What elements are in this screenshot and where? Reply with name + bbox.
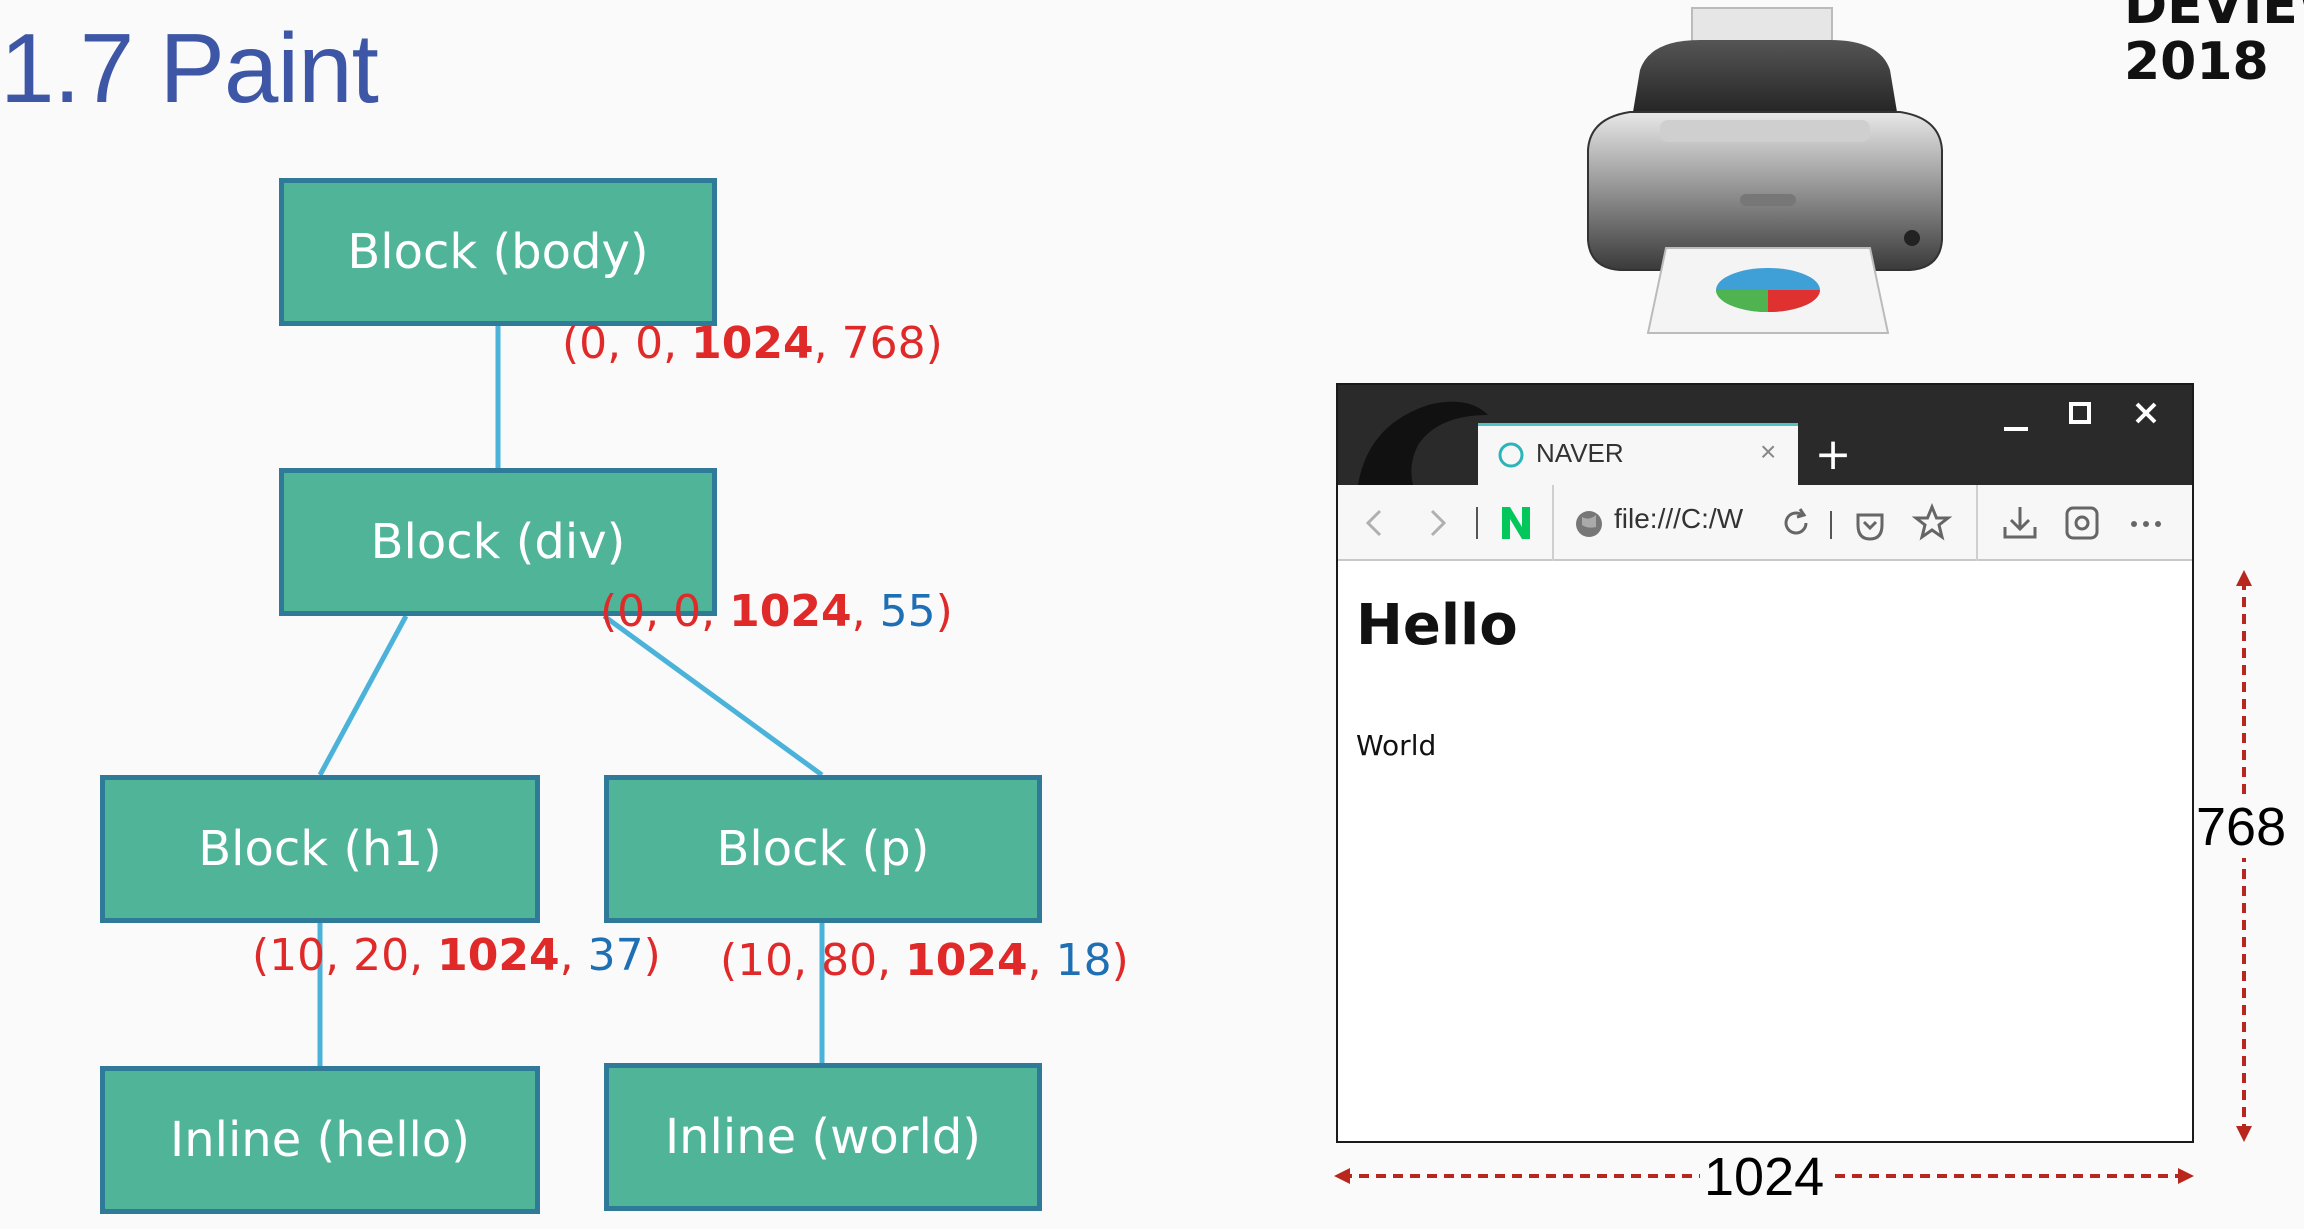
height-arrow-top bbox=[2236, 570, 2252, 586]
dimension-arrows bbox=[1334, 570, 2252, 1184]
width-arrow-left bbox=[1334, 1168, 1350, 1184]
node-block-body: Block (body) bbox=[279, 178, 717, 326]
connector-div-h1 bbox=[317, 614, 409, 777]
toolbar-separator bbox=[1830, 511, 1832, 539]
height-arrow-bottom bbox=[2236, 1126, 2252, 1142]
node-inline-world: Inline (world) bbox=[604, 1063, 1042, 1211]
toolbar-separator bbox=[1476, 507, 1478, 539]
height-label: 768 bbox=[2196, 796, 2287, 858]
width-label: 1024 bbox=[1700, 1146, 1829, 1208]
minimize-icon[interactable] bbox=[1998, 401, 2034, 437]
content-paragraph: World bbox=[1356, 729, 1437, 762]
globe-icon bbox=[1576, 511, 1602, 537]
loading-ring-icon bbox=[1498, 442, 1524, 468]
coord-p: (10, 80, 1024, 18) bbox=[720, 935, 1129, 986]
reload-icon[interactable] bbox=[1778, 505, 1814, 541]
node-block-h1: Block (h1) bbox=[100, 775, 540, 923]
tab-close-button[interactable]: × bbox=[1760, 436, 1777, 467]
browser-titlebar: NAVER × + bbox=[1338, 385, 2192, 485]
slide-title: 1.7 Paint bbox=[0, 13, 379, 123]
node-block-body-label: Block (body) bbox=[347, 224, 649, 280]
back-icon[interactable] bbox=[1356, 505, 1392, 541]
address-bar[interactable]: file:///C:/W bbox=[1614, 503, 1744, 534]
coord-body: (0, 0, 1024, 768) bbox=[562, 318, 943, 369]
coord-div: (0, 0, 1024, 55) bbox=[600, 586, 953, 637]
coord-h1: (10, 20, 1024, 37) bbox=[252, 930, 661, 981]
browser-tab-naver[interactable]: NAVER × bbox=[1478, 423, 1798, 485]
node-inline-world-label: Inline (world) bbox=[664, 1109, 982, 1165]
new-tab-button[interactable]: + bbox=[1814, 428, 1852, 480]
node-inline-hello: Inline (hello) bbox=[100, 1066, 540, 1214]
node-block-div: Block (div) bbox=[279, 468, 717, 616]
node-block-p: Block (p) bbox=[604, 775, 1042, 923]
browser-window: NAVER × + file:///C:/W bbox=[1336, 383, 2194, 1143]
brand-logo: DEVIEW 2018 bbox=[2124, 0, 2304, 90]
more-menu-icon[interactable] bbox=[2126, 509, 2166, 539]
star-bookmark-icon[interactable] bbox=[1912, 503, 1952, 543]
naver-n-icon[interactable] bbox=[1498, 503, 1534, 543]
download-icon[interactable] bbox=[2000, 503, 2040, 543]
close-window-icon[interactable] bbox=[2128, 395, 2164, 431]
pocket-icon[interactable] bbox=[1852, 507, 1888, 543]
node-inline-hello-label: Inline (hello) bbox=[170, 1112, 470, 1168]
node-block-p-label: Block (p) bbox=[716, 821, 930, 877]
browser-toolbar: file:///C:/W bbox=[1338, 485, 2192, 561]
node-block-div-label: Block (div) bbox=[370, 514, 626, 570]
content-heading: Hello bbox=[1356, 593, 1518, 658]
width-arrow-right bbox=[2178, 1168, 2194, 1184]
brand-line-1: DEVIEW bbox=[2124, 0, 2304, 36]
node-block-h1-label: Block (h1) bbox=[198, 821, 442, 877]
tab-title: NAVER bbox=[1536, 438, 1624, 468]
screenshot-icon[interactable] bbox=[2062, 503, 2102, 543]
brand-line-2: 2018 bbox=[2124, 32, 2269, 93]
tree-connectors bbox=[317, 324, 825, 1067]
maximize-icon[interactable] bbox=[2062, 395, 2098, 431]
forward-icon[interactable] bbox=[1420, 505, 1456, 541]
wallpaper-swoosh bbox=[1358, 401, 1488, 485]
toolbar-separator bbox=[1552, 485, 1554, 561]
printer-icon bbox=[1587, 7, 1943, 334]
toolbar-separator bbox=[1976, 485, 1978, 561]
connector-div-p bbox=[602, 613, 824, 778]
